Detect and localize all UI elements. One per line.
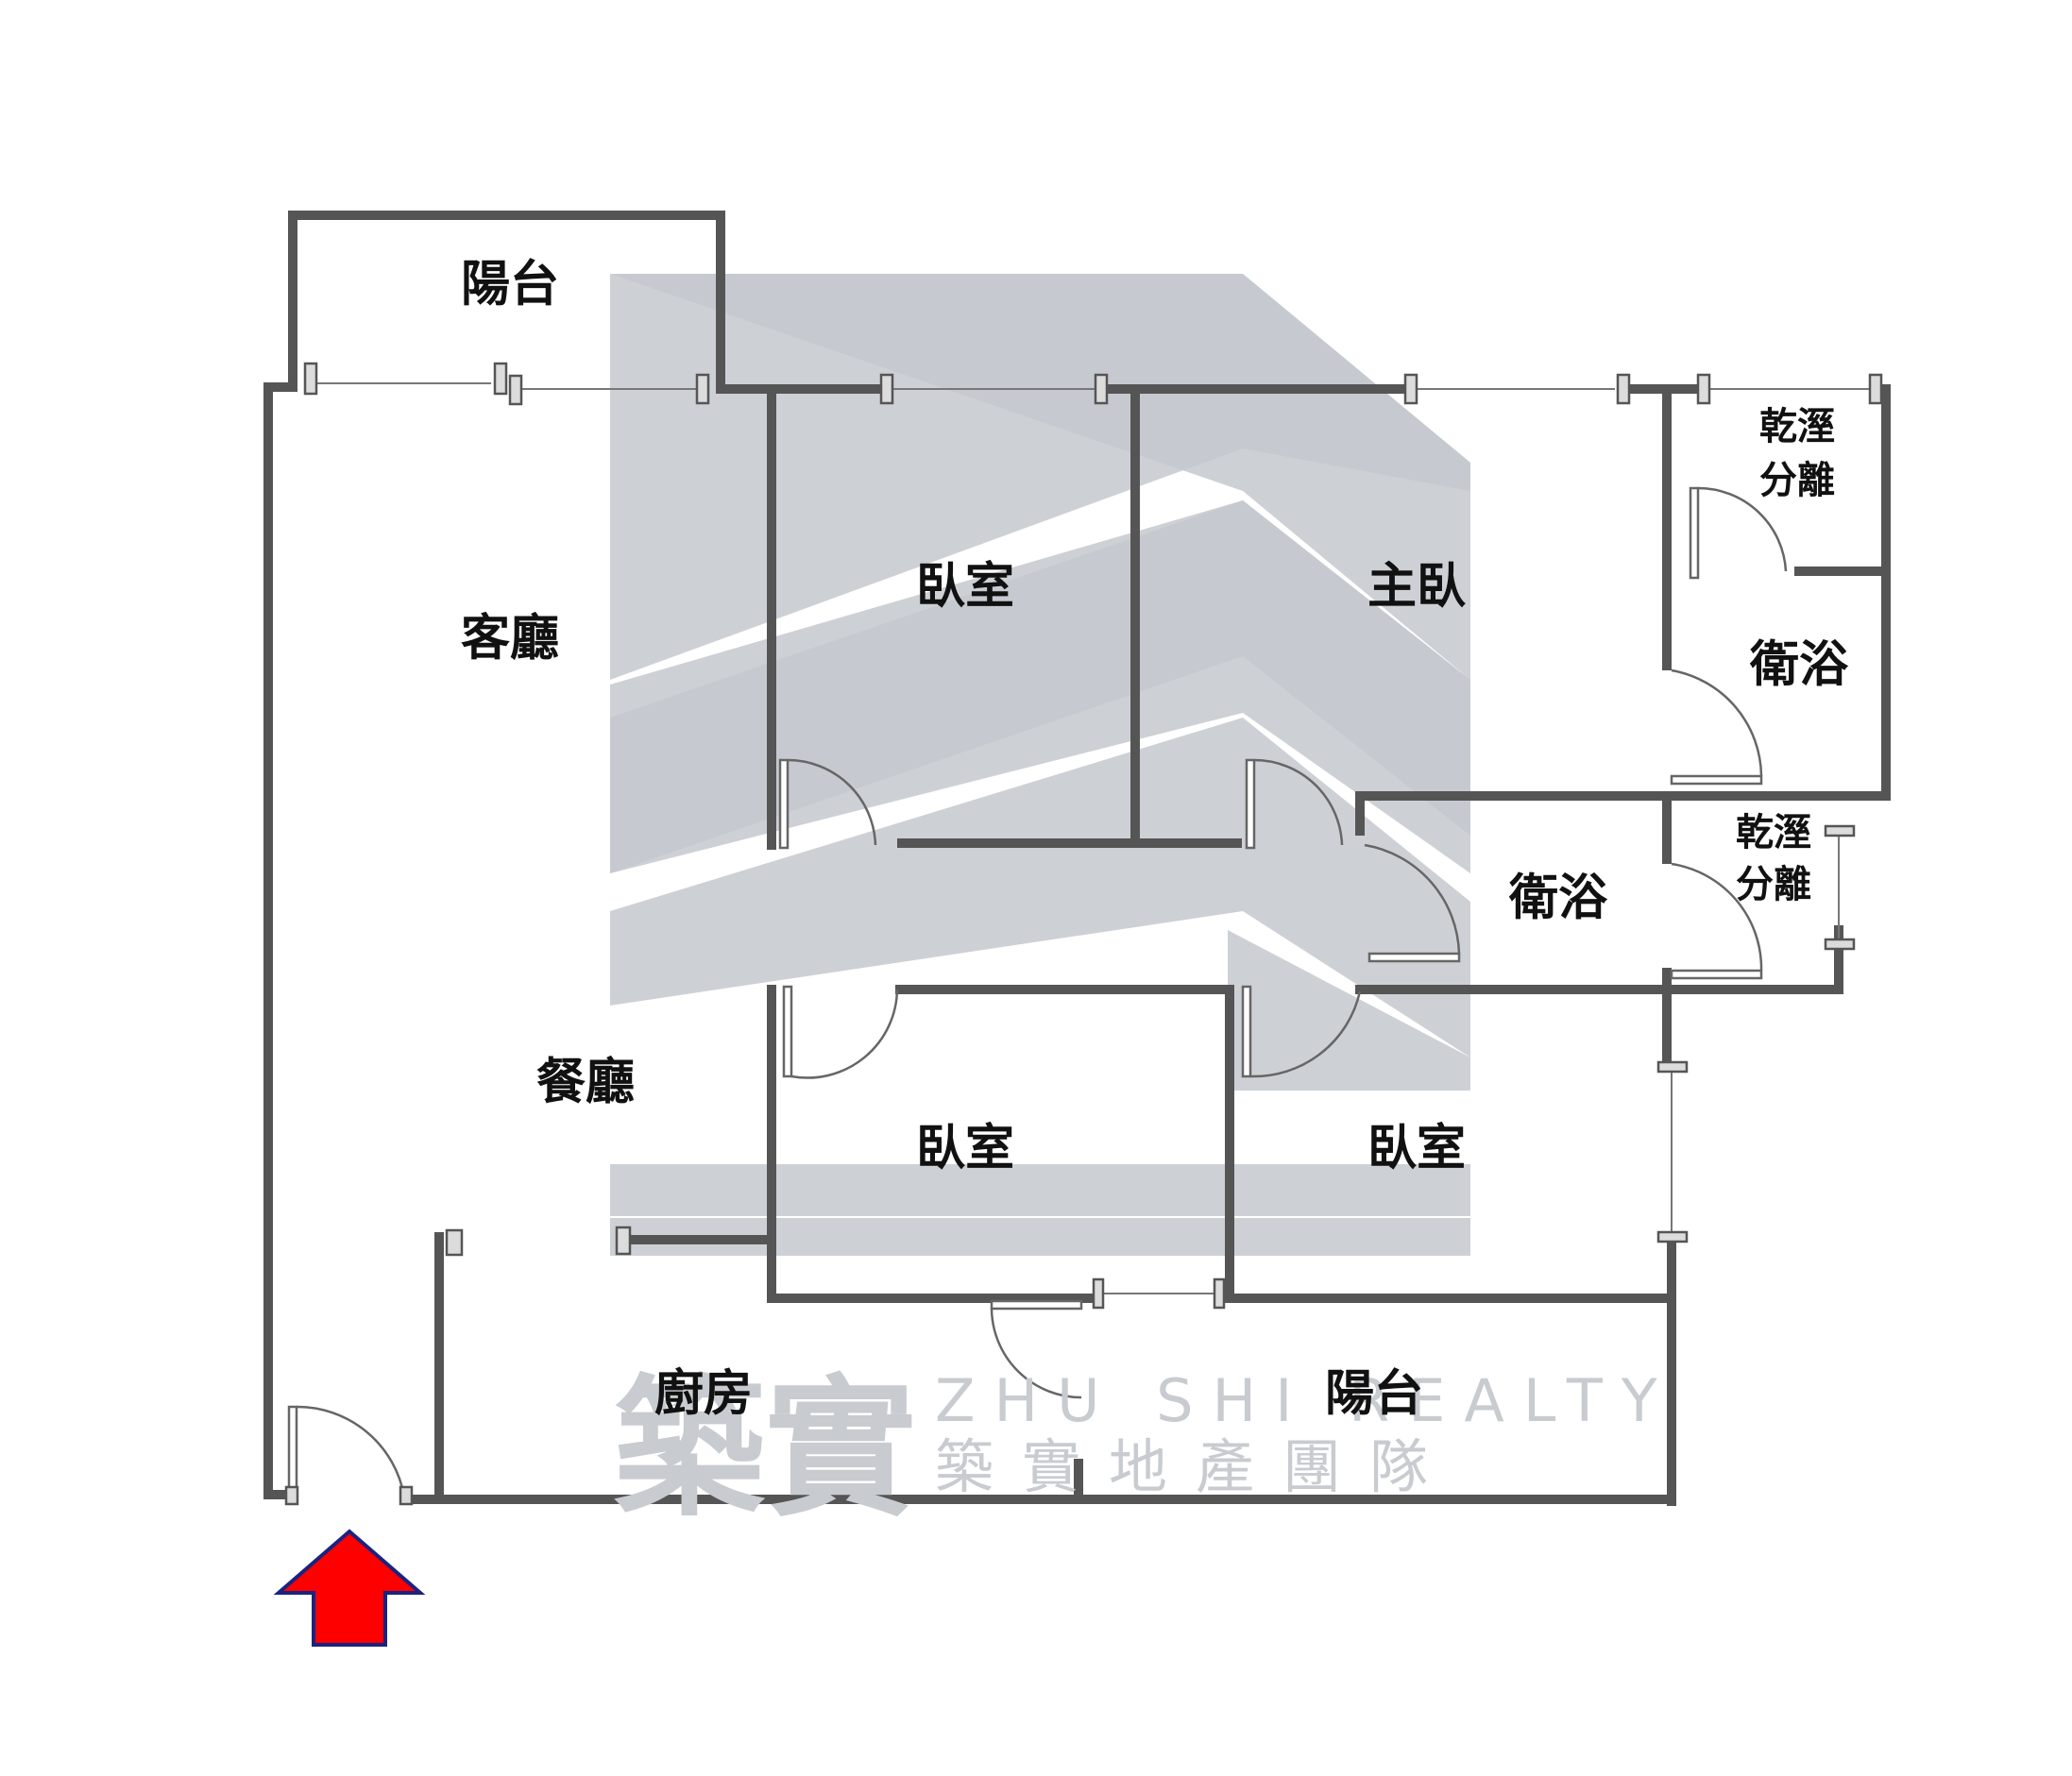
watermark-text: 築實 ZHU SHI REALTY 築實地產團隊	[614, 1361, 1676, 1537]
label-dry-wet-1-line1: 乾溼	[1759, 404, 1835, 448]
label-bedroom-2: 臥室	[916, 1120, 1014, 1177]
label-bath-2: 衛浴	[1508, 870, 1608, 927]
label-master-bedroom: 主臥	[1367, 558, 1466, 616]
label-balcony-bottom: 陽台	[1325, 1365, 1423, 1423]
doors	[284, 486, 1788, 1506]
watermark-english: ZHU SHI REALTY	[935, 1366, 1676, 1435]
label-dining-room: 餐廳	[536, 1054, 635, 1111]
label-dry-wet-2-line2: 分離	[1736, 862, 1811, 906]
label-bath-1: 衛浴	[1749, 636, 1849, 694]
watermark-logo	[610, 274, 1470, 1256]
label-bedroom-1: 臥室	[916, 558, 1014, 616]
label-kitchen: 廚房	[654, 1365, 753, 1423]
window-posts	[303, 362, 1883, 1310]
label-living-room: 客廳	[461, 610, 559, 668]
room-labels: 陽台 客廳 臥室 主臥 乾溼 分離 衛浴 衛浴 乾溼 分離 餐廳 臥室 臥室 廚…	[461, 256, 1849, 1423]
label-balcony-top: 陽台	[461, 256, 559, 313]
windows	[312, 382, 1875, 1294]
label-bedroom-3: 臥室	[1367, 1120, 1466, 1177]
entrance-arrow-icon	[273, 1529, 426, 1647]
watermark-chinese: 築實地產團隊	[935, 1432, 1456, 1501]
watermark-logo-chars: 築實	[614, 1361, 916, 1537]
label-dry-wet-2-line1: 乾溼	[1736, 810, 1811, 854]
label-dry-wet-1-line2: 分離	[1759, 458, 1835, 502]
